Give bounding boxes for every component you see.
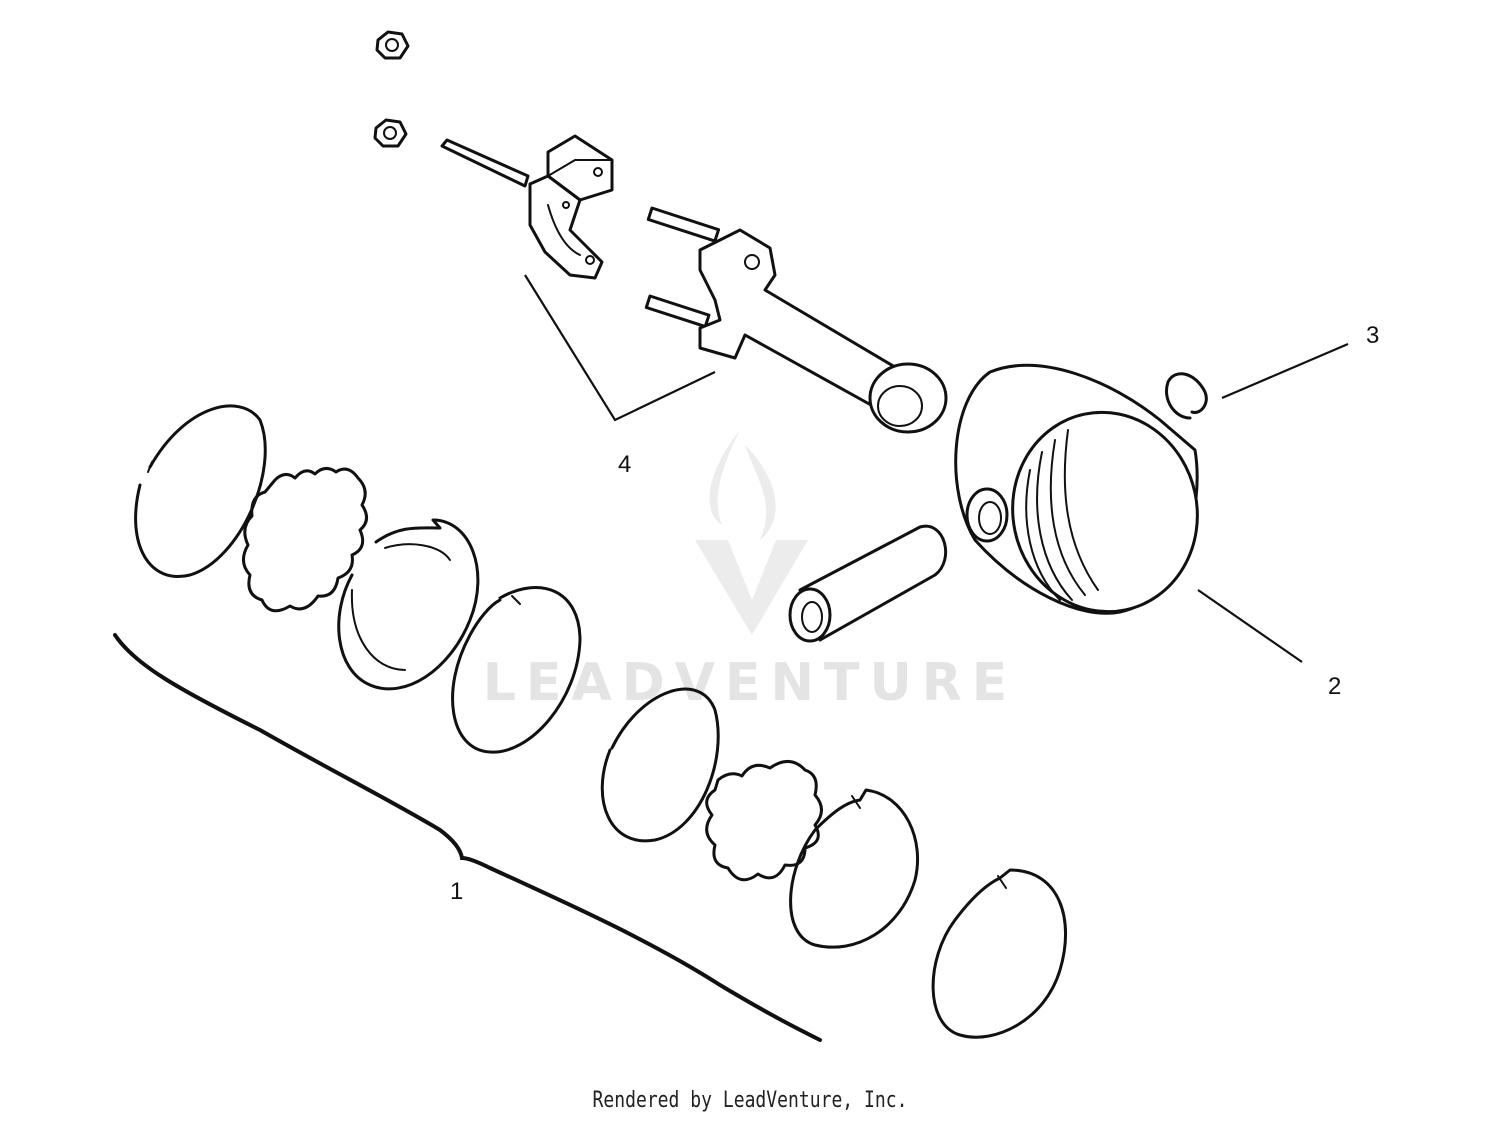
hex-nut-top: [375, 30, 410, 60]
ring-set-b: [600, 687, 1068, 1039]
leader-four: [524, 274, 716, 422]
connecting-rod: [644, 206, 948, 434]
leader-two: [1197, 589, 1303, 663]
callout-1: 1: [450, 878, 463, 905]
piston-pin: [788, 524, 948, 643]
callout-4: 4: [618, 451, 631, 478]
watermark-text: LEADVENTURE: [483, 653, 1018, 713]
leader-three: [1221, 342, 1349, 400]
footer-credit: Rendered by LeadVenture, Inc.: [592, 1088, 908, 1113]
hex-nut-bottom: [373, 118, 408, 148]
ring-set-brace: [113, 633, 822, 1042]
leader-lines: [524, 274, 1349, 663]
watermark: LEADVENTURE: [483, 430, 1018, 713]
callout-2: 2: [1328, 673, 1341, 700]
ring-set-a: [134, 404, 582, 754]
callout-3: 3: [1366, 322, 1379, 349]
leadventure-v-logo: [695, 540, 808, 635]
leadventure-flame-logo: [709, 430, 776, 540]
connecting-rod-cap: [440, 134, 614, 280]
piston: [954, 363, 1199, 615]
retaining-ring: [1165, 372, 1208, 420]
